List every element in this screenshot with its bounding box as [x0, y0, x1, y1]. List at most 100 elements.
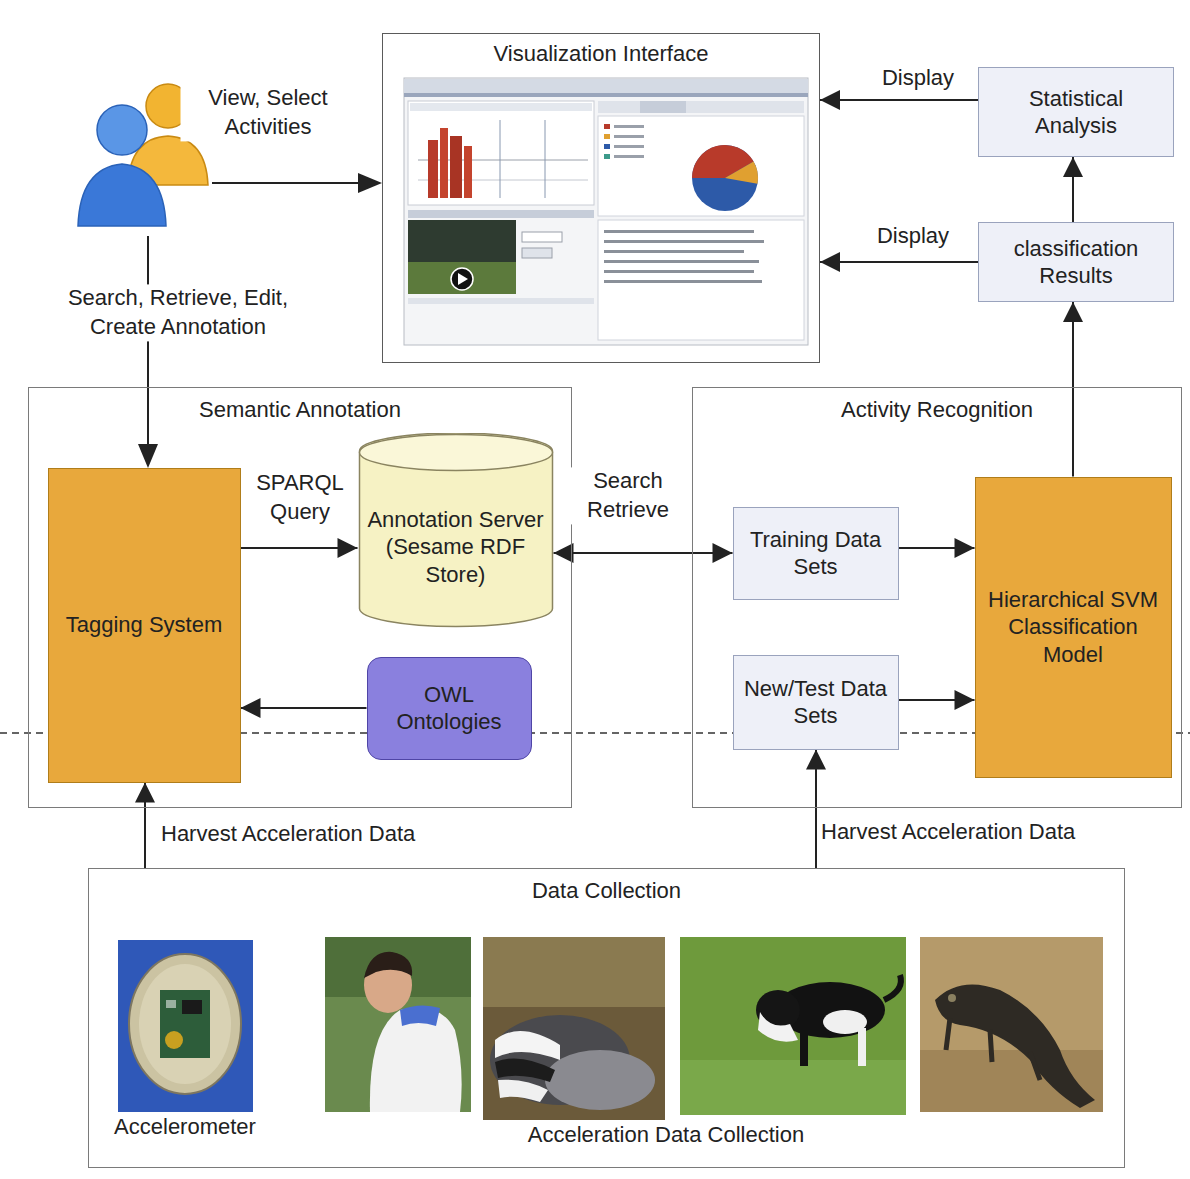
interface-screenshot [451, 268, 473, 290]
chameleon-photo [946, 1018, 1040, 1080]
cylinder-body [359, 433, 552, 626]
interface-screenshot [440, 128, 448, 198]
node-text: OWL Ontologies [376, 681, 523, 736]
badger-photo [495, 1058, 555, 1082]
flow-arrow [241, 707, 367, 709]
accelerometer-photo [166, 1000, 176, 1008]
dog-photo [680, 937, 906, 1115]
interface-screenshot [522, 232, 562, 242]
flow-arrow [241, 547, 358, 549]
group-heading: Semantic Annotation [199, 396, 401, 424]
interface-screenshot [604, 270, 754, 273]
module-group: Activity RecognitionTraining Data SetsNe… [692, 387, 1182, 808]
accelerometer-photo [118, 940, 253, 1112]
accelerometer-photo [182, 1000, 202, 1014]
flow-arrow [1072, 302, 1074, 477]
user-arrow-to-tagging [147, 236, 149, 450]
flow-arrow [820, 261, 978, 263]
interface-screenshot [614, 145, 644, 148]
node-text: Tagging System [66, 611, 223, 639]
interface-screenshot [614, 125, 644, 128]
edge-label: Harvest Acceleration Data [158, 820, 418, 849]
chameleon-photo [935, 984, 1095, 1108]
person-photo [364, 952, 412, 978]
flow-arrow [144, 783, 146, 869]
accelerometer-photo [129, 954, 241, 1094]
node-body: Tagging System [49, 469, 240, 782]
person-photo [325, 937, 471, 1112]
interface-screenshot [408, 210, 594, 218]
edge-label: Search Retrieve [566, 467, 691, 524]
node-body: New/Test Data Sets [734, 656, 898, 749]
interface-screenshot [604, 240, 764, 243]
interface-screenshot [428, 140, 438, 198]
interface-screenshot [725, 162, 758, 184]
group-heading: Data Collection [532, 877, 681, 905]
user-arrow-to-tagging [138, 444, 158, 468]
action-label: View, Select Activities [181, 84, 356, 141]
interface-screenshot [604, 144, 610, 149]
process-box: Statistical Analysis [978, 67, 1174, 157]
flow-arrow [1072, 157, 1074, 222]
database-cylinder: Annotation Server (Sesame RDF Store) [358, 433, 554, 628]
badger-photo [483, 937, 665, 1007]
node-text: classification Results [987, 235, 1165, 290]
accelerometer-photo [160, 990, 210, 1058]
interface-screenshot [604, 230, 754, 233]
interface-screenshot [522, 248, 552, 258]
process-box: classification Results [978, 222, 1174, 302]
interface-screenshot [410, 103, 592, 111]
interface-screenshot [598, 220, 804, 340]
group-heading: Visualization Interface [494, 40, 709, 68]
interface-screenshot [404, 78, 808, 345]
interface-screenshot [604, 280, 762, 283]
edge-label: Harvest Acceleration Data [818, 818, 1078, 847]
node-text: Training Data Sets [742, 526, 890, 581]
interface-screenshot [604, 250, 744, 253]
interface-screenshot [640, 101, 686, 113]
dog-photo [800, 1030, 808, 1066]
dog-photo [858, 1028, 866, 1066]
photo-caption: Accelerometer [111, 1113, 259, 1142]
node-text: Hierarchical SVM Classification Model [984, 586, 1163, 669]
interface-screenshot [598, 116, 804, 216]
edge-label: SPARQL Query [243, 469, 358, 526]
action-label: Search, Retrieve, Edit, Create Annotatio… [46, 284, 311, 341]
interface-screenshot [408, 262, 516, 294]
node-text: New/Test Data Sets [742, 675, 890, 730]
photo-caption: Acceleration Data Collection [525, 1121, 807, 1150]
interface-screenshot [458, 273, 468, 285]
flow-arrow [899, 699, 975, 701]
chameleon-photo [920, 937, 1103, 1112]
dog-photo [680, 937, 906, 1115]
interface-screenshot [604, 124, 610, 129]
dog-photo [758, 1012, 798, 1042]
interface-screenshot [408, 220, 516, 294]
users-icon [97, 105, 147, 155]
user-arrow-to-tagging [138, 236, 158, 468]
interface-screenshot [500, 120, 501, 198]
badger-photo [483, 937, 665, 1120]
interface-screenshot [604, 154, 610, 159]
data-box: Training Data Sets [733, 507, 899, 600]
chameleon-photo [920, 937, 1103, 1112]
core-component: Hierarchical SVM Classification Model [975, 477, 1172, 778]
node-body: Visualization Interface [383, 34, 819, 362]
accelerometer-photo [118, 940, 253, 1112]
badger-photo [545, 1050, 655, 1110]
flow-arrow [554, 552, 733, 554]
ontology-box: OWL Ontologies [367, 657, 532, 760]
interface-screenshot [545, 120, 546, 198]
flow-arrow [820, 99, 978, 101]
flow-arrow [899, 547, 975, 549]
interface-screenshot [450, 136, 462, 198]
interface-screenshot [604, 260, 759, 263]
interface-screenshot [464, 146, 472, 198]
dog-photo [680, 1060, 906, 1115]
edge-label: Display [879, 64, 957, 93]
edge-label: Display [874, 222, 952, 251]
badger-photo [498, 1080, 548, 1102]
node-body: Statistical Analysis [979, 68, 1173, 156]
